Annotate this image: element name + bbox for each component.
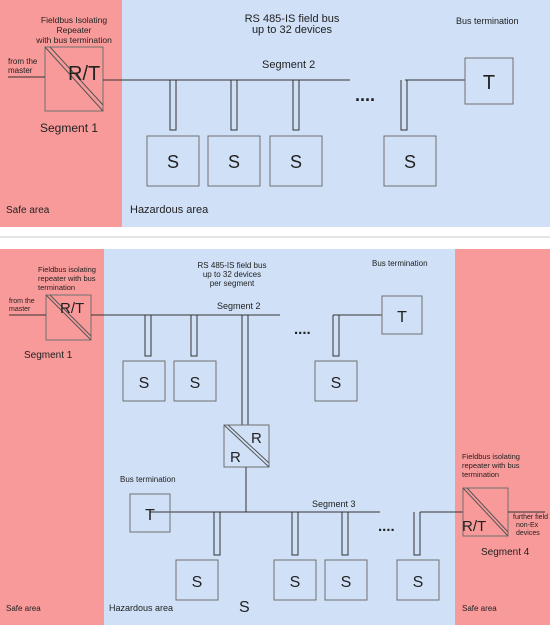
svg-text:S: S [413,574,424,591]
bottom-repeater-left-caption-2: repeater with bus [38,274,96,283]
bottom-terminator-top: T [381,295,423,335]
bottom-safe-area-left [0,249,104,625]
bottom-middle-repeater-r2: R [230,449,241,466]
top-repeater-caption-3: with bus termination [35,35,112,45]
top-from-master-2: master [8,66,33,75]
bottom-slave-1: S [122,360,166,402]
bottom-repeater-right-caption-3: termination [462,470,499,479]
section-divider [0,227,550,249]
svg-text:S: S [228,152,240,172]
top-repeater: R/T [44,46,104,112]
bottom-segment-4: Segment 4 [481,547,530,558]
bottom-repeater-right-caption-1: Fieldbus isolating [462,452,520,461]
bottom-bus-termination-top: Bus termination [372,259,428,268]
bottom-middle-repeater-r1: R [251,430,262,447]
top-slave-1: S [146,135,200,187]
bottom-slave-5: S [273,559,317,601]
top-repeater-caption-1: Fieldbus Isolating [41,15,107,25]
bottom-repeater-left: R/T [45,294,92,341]
top-bus-title-1: RS 485-IS field bus [245,13,340,25]
bottom-from-master-1: from the [9,298,35,305]
bottom-slave-6: S [324,559,368,601]
bottom-from-master-2: master [9,306,31,313]
bottom-slave-3: S [314,360,358,402]
top-safe-area [0,0,122,227]
svg-text:S: S [192,574,203,591]
top-repeater-label: R/T [68,63,100,85]
svg-text:S: S [331,375,342,392]
bottom-repeater-right: R/T [462,487,509,537]
top-hazardous-area-label: Hazardous area [130,204,209,216]
bottom-slave-4: S [175,559,219,601]
bottom-repeater-left-caption-1: Fieldbus isolating [38,265,96,274]
bottom-dots-upper: .... [294,321,311,338]
svg-text:T: T [483,72,495,94]
bottom-bus-termination-left: Bus termination [120,475,176,484]
bottom-terminator-left: T [129,493,171,533]
bottom-safe-area-right-label: Safe area [462,604,497,613]
bottom-dots-lower: .... [378,518,395,535]
top-slave-3: S [269,135,323,187]
bottom-segment-1: Segment 1 [24,350,73,361]
top-bus-title-2: up to 32 devices [252,24,333,36]
bottom-segment-3: Segment 3 [312,499,356,509]
top-bus-termination: Bus termination [456,16,519,26]
top-slave-2: S [207,135,261,187]
top-safe-area-label: Safe area [6,205,50,216]
top-dots: .... [355,85,375,105]
bottom-further-devices-1: further field [513,514,548,521]
bottom-repeater-left-label: R/T [60,300,84,317]
bottom-safe-area-left-label: Safe area [6,604,41,613]
bottom-hazardous-area-label: Hazardous area [109,603,173,613]
bottom-further-devices-2: non-Ex [516,522,539,529]
bottom-slave-2: S [173,360,217,402]
bottom-slave-7: S [396,559,440,601]
bottom-bus-title-2: up to 32 devices [203,270,261,279]
top-from-master-1: from the [8,57,38,66]
svg-text:S: S [341,574,352,591]
svg-text:S: S [290,574,301,591]
bottom-repeater-right-label: R/T [462,518,486,535]
top-repeater-caption-2: Repeater [57,25,92,35]
top-slave-4: S [383,135,437,187]
bottom-stray-s: S [239,599,250,616]
bottom-bus-title-1: RS 485-IS field bus [198,261,267,270]
bottom-bus-title-3: per segment [210,279,255,288]
bottom-safe-area-right [455,249,550,625]
svg-text:S: S [404,152,416,172]
top-hazard-area [122,0,550,227]
top-segment-1: Segment 1 [40,121,98,135]
svg-text:S: S [290,152,302,172]
top-terminator: T [464,57,514,105]
svg-text:S: S [190,375,201,392]
svg-text:T: T [397,309,407,326]
svg-text:T: T [145,507,155,524]
svg-text:S: S [139,375,150,392]
bottom-repeater-right-caption-2: repeater with bus [462,461,520,470]
bottom-repeater-left-caption-3: termination [38,283,75,292]
bottom-hazard-area [104,249,455,625]
bottom-further-devices-3: devices [516,530,540,537]
svg-text:S: S [167,152,179,172]
bottom-segment-2: Segment 2 [217,301,261,311]
top-segment-2: Segment 2 [262,59,315,71]
